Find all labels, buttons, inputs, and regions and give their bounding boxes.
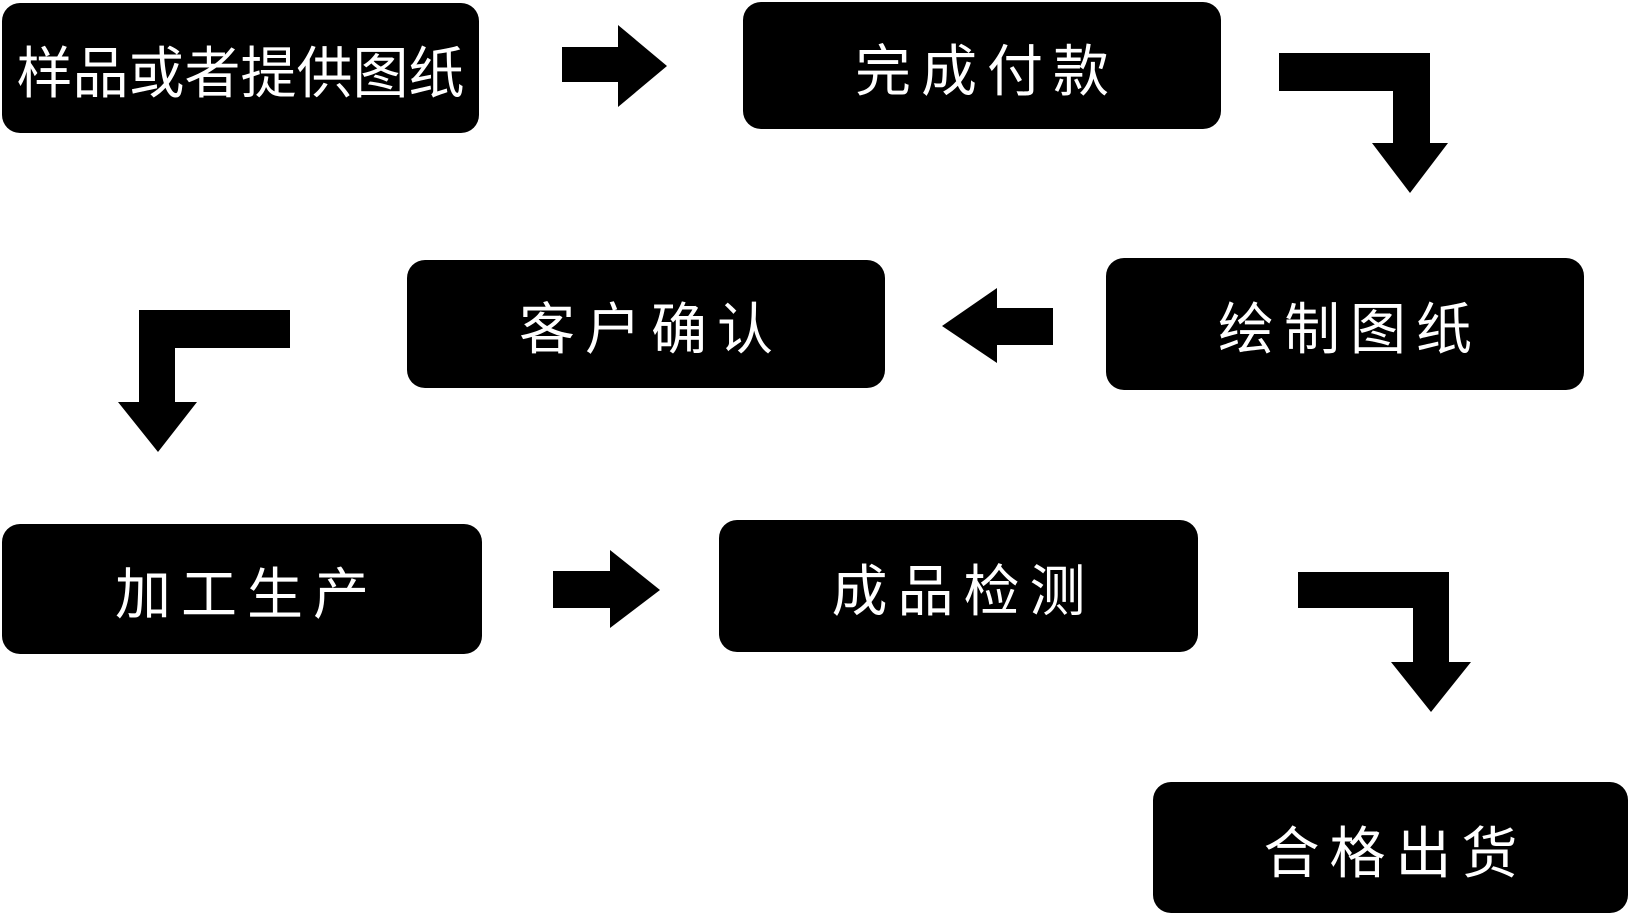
- elbow-arrow-payment-to-draw-icon: [1279, 53, 1448, 193]
- node-customer-confirmation: 客户确认: [407, 260, 885, 388]
- node-draw-drawings: 绘制图纸: [1106, 258, 1584, 390]
- node-label: 完成付款: [855, 39, 1119, 103]
- node-finished-product-inspection: 成品检测: [719, 520, 1198, 652]
- node-complete-payment: 完成付款: [743, 2, 1221, 129]
- elbow-arrow-confirm-to-production-icon: [118, 310, 290, 452]
- node-label: 成品检测: [831, 560, 1096, 623]
- node-label: 合格出货: [1263, 821, 1528, 885]
- elbow-arrow-inspection-to-shipment-icon: [1298, 572, 1471, 712]
- node-label: 加工生产: [115, 563, 379, 626]
- node-label: 客户确认: [519, 298, 783, 361]
- node-label: 样品或者提供图纸: [16, 42, 465, 105]
- node-qualified-shipment: 合格出货: [1153, 782, 1628, 913]
- node-label: 绘制图纸: [1218, 298, 1482, 361]
- arrow-sample-to-payment-icon: [562, 25, 667, 107]
- arrow-draw-to-confirm-icon: [942, 288, 1053, 363]
- node-processing-production: 加工生产: [2, 524, 482, 654]
- node-sample-or-drawings: 样品或者提供图纸: [2, 3, 479, 133]
- arrow-production-to-inspection-icon: [553, 550, 660, 628]
